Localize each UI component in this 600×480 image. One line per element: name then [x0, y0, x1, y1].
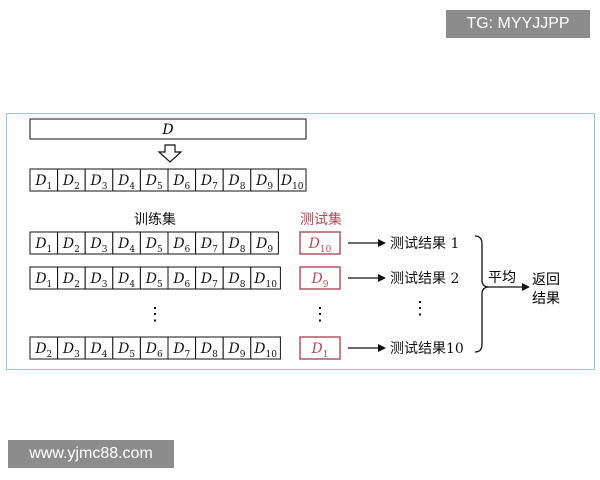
train-cell-label: D6 [172, 271, 190, 290]
results-brace [474, 235, 490, 353]
average-arrow-head [522, 283, 530, 291]
test-result-label: 测试结果 1 [390, 236, 459, 252]
partition-cell [277, 168, 307, 192]
train-cell-label: D8 [228, 236, 246, 255]
test-cell [299, 231, 341, 255]
result-arrow-head [378, 344, 386, 352]
train-cell-label: D4 [117, 236, 135, 255]
train-cell-label: D6 [145, 341, 163, 360]
train-cell-label: D8 [200, 341, 218, 360]
test-cell-label: D9 [311, 271, 329, 290]
train-cell [250, 231, 279, 255]
dataset-label: D [161, 122, 173, 138]
partition-cell-label: D4 [117, 173, 135, 192]
result-arrow-head [378, 239, 386, 247]
ellipsis-test: ⋮ [311, 304, 329, 325]
full-partition-row: D1 D2 D3 D4 D5 D6 D7 D8 D9 D10 [29, 168, 307, 192]
train-cell-label: D5 [145, 271, 163, 290]
train-cell-label: D8 [228, 271, 246, 290]
test-set-label: 测试集 [300, 211, 342, 228]
partition-cell-label: D1 [34, 173, 52, 192]
watermark-bottom: www.yjmc88.com [8, 440, 174, 468]
ellipsis-result: ⋮ [411, 298, 429, 319]
partition-cell-label: D6 [172, 173, 190, 192]
partition-cell-label: D7 [200, 173, 218, 192]
test-result-label: 测试结果10 [390, 341, 464, 357]
train-cell-label: D9 [228, 341, 246, 360]
train-cell-label: D3 [90, 236, 108, 255]
train-cell [250, 266, 281, 290]
train-cell-label: D7 [172, 341, 190, 360]
partition-cell-label: D10 [280, 173, 304, 192]
return-label-line2: 结果 [532, 291, 560, 307]
return-label-line1: 返回 [532, 272, 560, 288]
test-cell-label: D10 [308, 236, 332, 255]
average-label: 平均 [488, 270, 516, 286]
train-cell-label: D2 [62, 236, 80, 255]
train-cell-label: D4 [117, 271, 135, 290]
train-cell-label: D6 [172, 236, 190, 255]
train-cell-label: D10 [253, 341, 277, 360]
partition-cell-label: D5 [145, 173, 163, 192]
ellipsis-train: ⋮ [146, 304, 164, 325]
train-cell-label: D7 [200, 236, 218, 255]
partition-cell-label: D3 [90, 173, 108, 192]
train-cell-label: D1 [34, 236, 52, 255]
watermark-top: TG: MYYJJPP [446, 10, 590, 38]
train-cell-label: D3 [62, 341, 80, 360]
partition-cell-label: D2 [62, 173, 80, 192]
split-arrow-icon [157, 144, 183, 163]
train-cell-label: D2 [34, 341, 52, 360]
test-cell-label: D1 [311, 341, 329, 360]
train-cell-label: D5 [117, 341, 135, 360]
train-cell-label: D1 [34, 271, 52, 290]
test-cell [299, 266, 341, 290]
test-cell [299, 336, 341, 360]
train-cell-label: D2 [62, 271, 80, 290]
partition-cell-label: D9 [255, 173, 273, 192]
train-cell [250, 336, 281, 360]
train-cell-label: D7 [200, 271, 218, 290]
train-cell-label: D4 [90, 341, 108, 360]
train-cell-label: D10 [253, 271, 277, 290]
dataset-bar [29, 118, 307, 140]
train-cell-label: D5 [145, 236, 163, 255]
test-result-label: 测试结果 2 [390, 271, 459, 287]
train-cell-label: D3 [90, 271, 108, 290]
train-cell-label: D9 [255, 236, 273, 255]
train-set-label: 训练集 [134, 211, 176, 228]
partition-cell-label: D8 [228, 173, 246, 192]
result-arrow-head [378, 274, 386, 282]
